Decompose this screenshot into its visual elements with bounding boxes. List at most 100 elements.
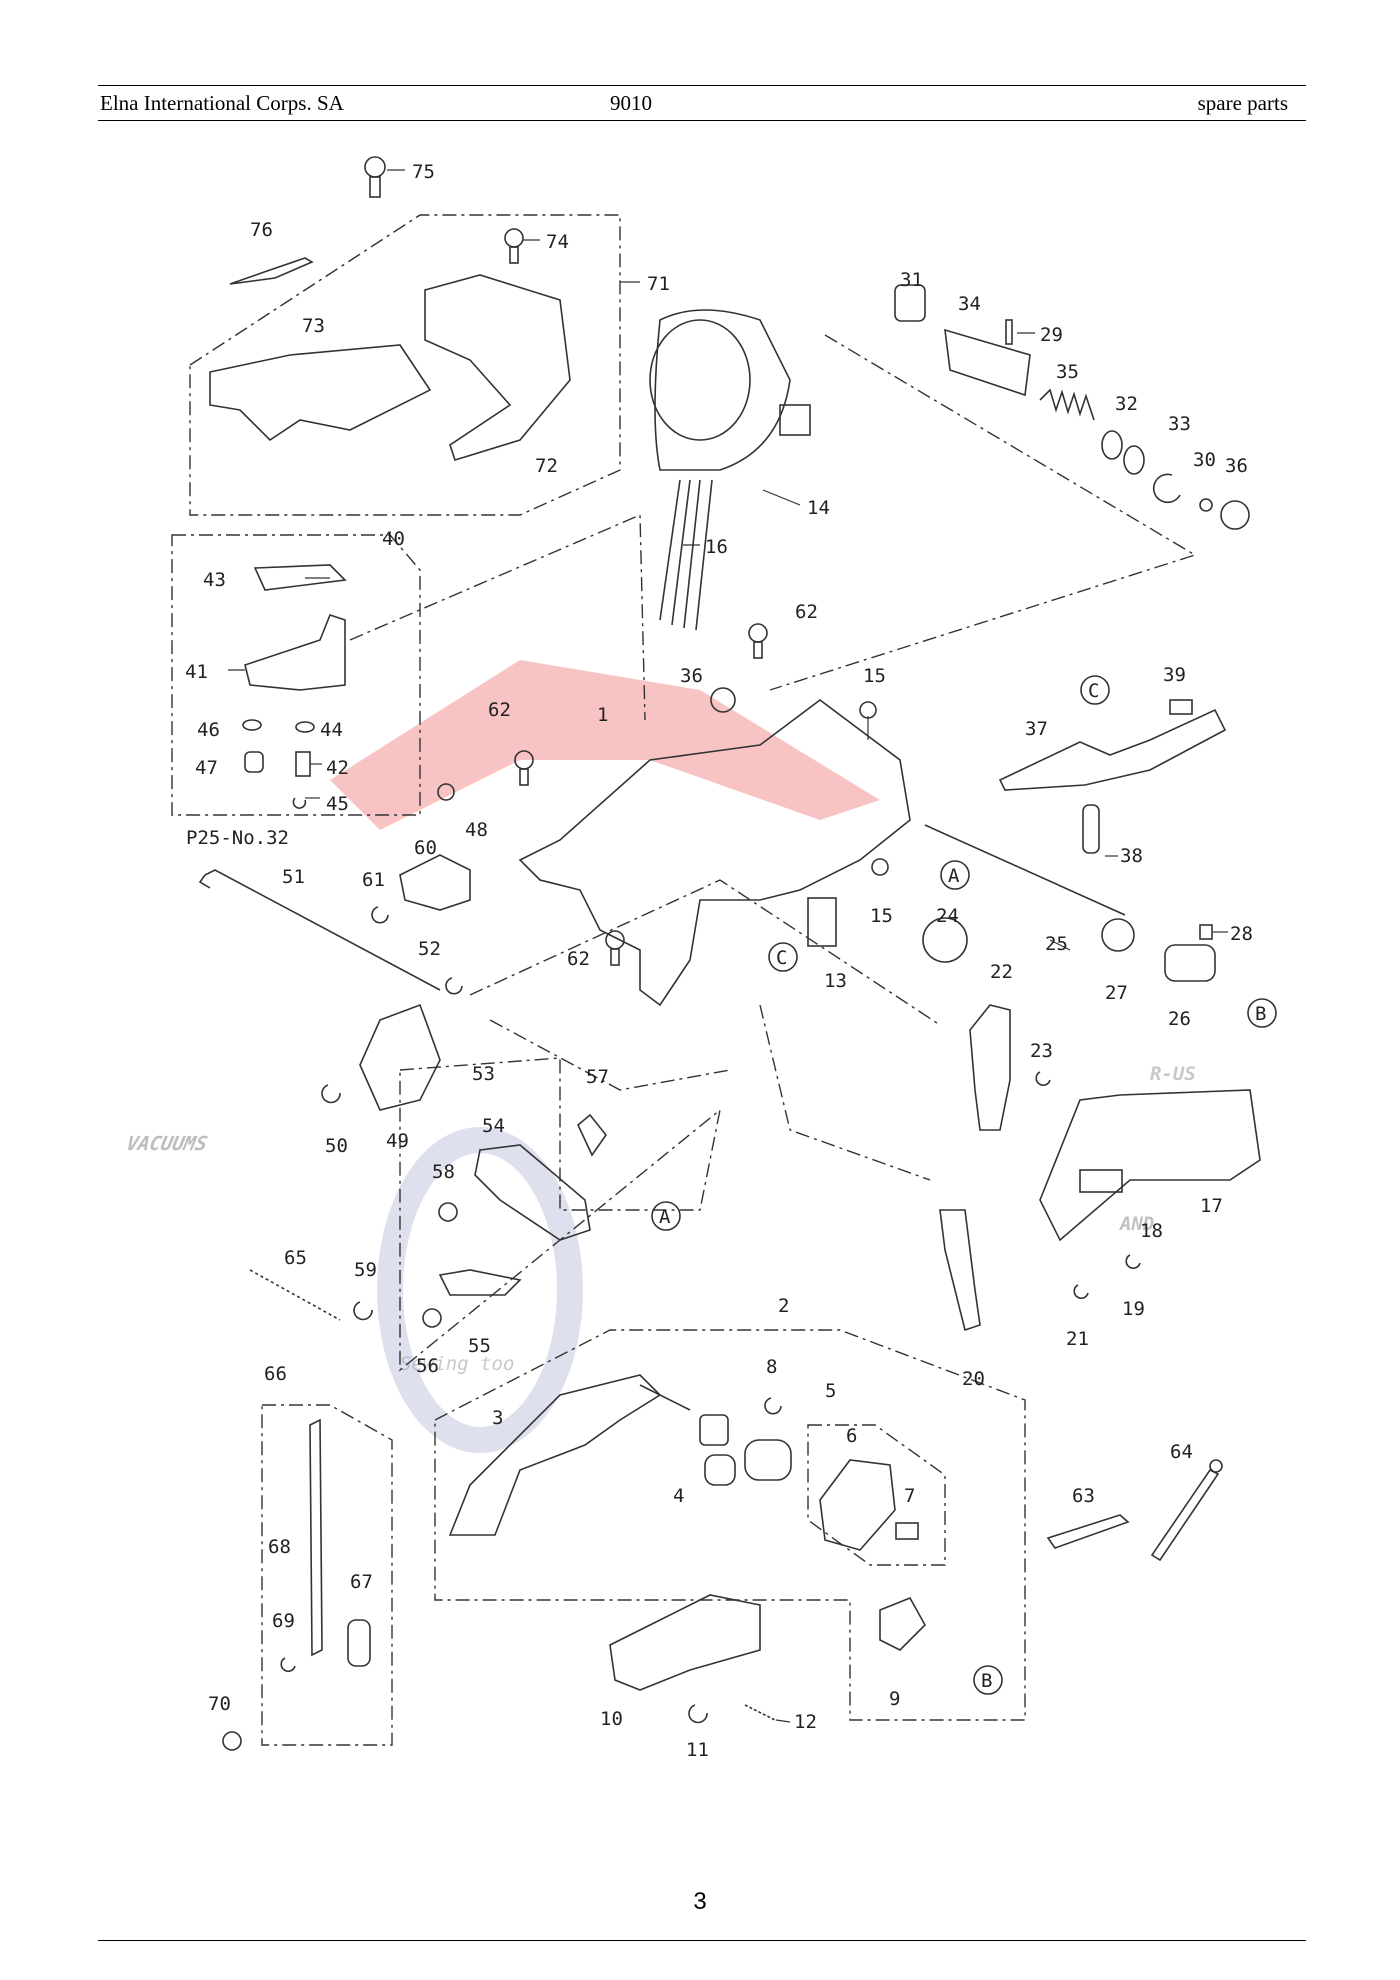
cam-49-icon [359, 1003, 441, 1111]
wire-harness-16-icon [659, 479, 713, 631]
callout-58: 58 [432, 1161, 455, 1183]
callout-12: 12 [794, 1711, 817, 1733]
frame-group-40 [171, 534, 421, 816]
callout-7: 7 [904, 1485, 915, 1507]
assembly-line-49 [469, 879, 941, 1026]
lever-60-icon [399, 854, 471, 911]
callout-16: 16 [705, 536, 728, 558]
svg-text:B: B [981, 1670, 992, 1692]
collar-26-icon [1164, 944, 1216, 982]
callout-18: 18 [1140, 1220, 1163, 1242]
rod-68-icon [309, 1418, 323, 1657]
callout-57: 57 [586, 1066, 609, 1088]
callout-28: 28 [1230, 923, 1253, 945]
connector-a-upper: A [940, 860, 970, 890]
block-4a-icon [699, 1414, 729, 1446]
callout-49: 49 [386, 1130, 409, 1152]
cable-tie-63-icon [1046, 1514, 1130, 1549]
spring-42-icon [295, 751, 311, 777]
callout-19: 19 [1122, 1298, 1145, 1320]
screw-75-icon [364, 156, 386, 198]
callout-21: 21 [1066, 1328, 1089, 1350]
watermark-badge-top: R-US [1150, 1063, 1196, 1085]
frame-group-2 [434, 1329, 1026, 1721]
connector-b-upper: B [1247, 998, 1277, 1028]
group-frames [171, 214, 1197, 1746]
callout-27: 27 [1105, 982, 1128, 1004]
callout-14: 14 [807, 497, 830, 519]
callout-8: 8 [766, 1356, 777, 1378]
rod-51-icon [198, 869, 441, 991]
callout-38: 38 [1120, 845, 1143, 867]
frame-group-5 [807, 1424, 946, 1566]
connector-c-lower: C [768, 942, 798, 972]
lever-37-icon [998, 708, 1227, 791]
callout-55: 55 [468, 1335, 491, 1357]
connector-a-lower: A [651, 1201, 681, 1231]
callout-26: 26 [1168, 1008, 1191, 1030]
cam-9-icon [879, 1596, 926, 1651]
e-ring-45-icon [292, 797, 307, 809]
callout-60: 60 [414, 837, 437, 859]
cam-lever-22-icon [969, 1004, 1011, 1131]
pin-57-icon [577, 1113, 607, 1157]
callout-41: 41 [185, 661, 208, 683]
watermark-swoosh [330, 660, 880, 830]
stepper-motor-14-icon [649, 309, 811, 471]
cable-tie-76-icon [229, 257, 314, 285]
callout-44: 44 [320, 719, 343, 741]
plate-54-icon [474, 1144, 591, 1241]
gear-31-icon [894, 284, 926, 322]
callout-51: 51 [282, 866, 305, 888]
lever-17-icon [1039, 1089, 1261, 1242]
callout-52: 52 [418, 938, 441, 960]
e-ring-52-icon [445, 977, 463, 995]
svg-text:B: B [1255, 1003, 1266, 1025]
frame-group-53 [399, 1057, 722, 1372]
e-ring-59-icon [353, 1301, 373, 1321]
screw-15b-icon [871, 858, 889, 876]
gear-4-icon [704, 1454, 736, 1486]
screw-70-icon [222, 1731, 242, 1751]
watermark-s-loop [377, 1127, 583, 1453]
callout-45: 45 [326, 793, 349, 815]
callout-39: 39 [1163, 664, 1186, 686]
company-name: Elna International Corps. SA [100, 91, 344, 115]
callout-29: 29 [1040, 324, 1063, 346]
connector-markers: A A B B C C [651, 675, 1277, 1695]
watermark-badge-bottom: AND [1118, 1213, 1154, 1235]
footer-rule [98, 1940, 1306, 1941]
callout-70: 70 [208, 1693, 231, 1715]
callout-73: 73 [302, 315, 325, 337]
callout-65: 65 [284, 1247, 307, 1269]
cable-tie-64-icon [1150, 1468, 1220, 1562]
assembly-line-shaft [769, 334, 1197, 691]
page-header: Elna International Corps. SA 9010 spare … [98, 85, 1306, 121]
e-ring-8-icon [764, 1397, 782, 1415]
callout-6: 6 [846, 1425, 857, 1447]
screw-58-icon [438, 1202, 458, 1222]
callout-31: 31 [900, 269, 923, 291]
watermark: VACUUMS R-US AND Sewing too [125, 660, 1196, 1453]
gear-27-icon [1101, 918, 1135, 952]
spring-7-icon [895, 1522, 919, 1540]
svg-text:A: A [948, 865, 960, 887]
e-ring-23-icon [1035, 1071, 1051, 1086]
callout-66: 66 [264, 1363, 287, 1385]
screw-15a-icon [859, 701, 877, 719]
assembly-line-22 [759, 1004, 931, 1181]
collar-4-icon [744, 1439, 792, 1481]
callout-40: 40 [382, 528, 405, 550]
callout-25: 25 [1045, 933, 1068, 955]
callout-48: 48 [465, 819, 488, 841]
watermark-sewing: Sewing too [400, 1353, 514, 1375]
callout-10: 10 [600, 1708, 623, 1730]
reference-note: P25-No.32 [186, 827, 289, 849]
set-screw-28-icon [1199, 924, 1213, 940]
screw-62c-icon [605, 930, 625, 966]
assembly-line-53 [489, 1019, 731, 1091]
parts [198, 156, 1261, 1751]
spring-65-icon [249, 1269, 341, 1321]
bushing-36b-icon [710, 687, 736, 713]
